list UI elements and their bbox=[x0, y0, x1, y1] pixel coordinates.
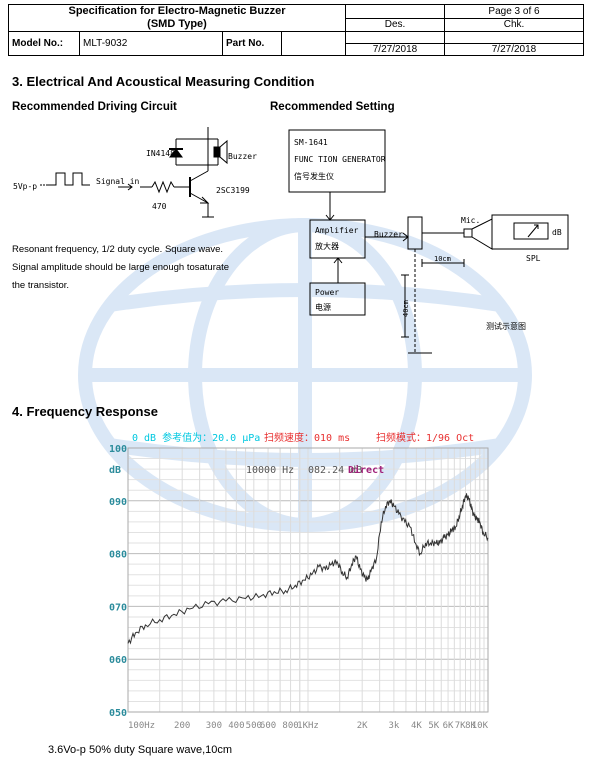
distance-40cm: 40cm bbox=[402, 300, 410, 317]
resistor-label: 470 bbox=[152, 202, 167, 211]
chart-y-ticks: 100 090 080 070 060 050 bbox=[109, 444, 127, 719]
x-tick-label: 600 bbox=[260, 721, 276, 731]
frequency-response-chart: 0 dB 参考值为：20.0 μPa 扫频速度：010 ms 扫频模式：1/96… bbox=[109, 431, 489, 731]
source-label: 5Vp-p bbox=[13, 182, 37, 191]
des-date: 7/27/2018 bbox=[345, 43, 445, 56]
power-line1: Power bbox=[315, 288, 339, 297]
x-tick-label: 10K bbox=[472, 721, 489, 731]
model-value: MLT-9032 bbox=[79, 31, 223, 56]
note-line-1: Resonant frequency, 1/2 duty cycle. Squa… bbox=[12, 244, 224, 255]
chk-label: Chk. bbox=[444, 17, 584, 32]
amplifier-line1: Amplifier bbox=[315, 226, 359, 235]
mic-label: Mic. bbox=[461, 216, 480, 225]
chart-grid bbox=[127, 447, 489, 713]
y-tick-label: 080 bbox=[109, 550, 127, 561]
driving-circuit-title: Recommended Driving Circuit bbox=[12, 101, 177, 113]
note-line-3: the transistor. bbox=[12, 280, 70, 291]
chart-caption: 3.6Vo-p 50% duty Square wave,10cm bbox=[48, 744, 233, 756]
y-tick-label: 070 bbox=[109, 602, 127, 613]
spec-title: Specification for Electro-Magnetic Buzze… bbox=[8, 4, 346, 32]
readout-level: 082.24 dB bbox=[308, 465, 362, 476]
section4-heading: 4. Frequency Response bbox=[12, 404, 158, 419]
spec-header: Specification for Electro-Magnetic Buzze… bbox=[8, 4, 584, 56]
chart-header-sweep-speed: 扫频速度：010 ms bbox=[264, 431, 350, 444]
response-trace bbox=[127, 493, 489, 645]
section3-heading: 3. Electrical And Acoustical Measuring C… bbox=[12, 74, 315, 89]
chart-ylabel: dB bbox=[109, 465, 121, 476]
setting-diagram: SM-1641 FUNC TION GENERATOR 信号发生仪 Amplif… bbox=[288, 129, 569, 354]
setting-caption: 测试示意图 bbox=[486, 321, 526, 331]
distance-10cm: 10cm bbox=[434, 255, 451, 263]
amplifier-line2: 放大器 bbox=[315, 241, 339, 251]
header-empty-cell bbox=[345, 4, 445, 19]
setting-buzzer-label: Buzzer bbox=[374, 230, 403, 239]
des-sign-cell bbox=[345, 31, 445, 44]
power-line2: 电源 bbox=[315, 302, 331, 312]
y-tick-label: 100 bbox=[109, 444, 127, 455]
x-tick-label: 200 bbox=[174, 721, 190, 731]
y-tick-label: 090 bbox=[109, 497, 127, 508]
signal-in-label: Signal in bbox=[96, 177, 140, 186]
x-tick-label: 300 bbox=[206, 721, 222, 731]
model-label: Model No.: bbox=[8, 31, 80, 56]
x-tick-label: 4K bbox=[411, 721, 422, 731]
recommended-setting-title: Recommended Setting bbox=[270, 101, 395, 113]
generator-line1: SM-1641 bbox=[294, 138, 328, 147]
y-tick-label: 060 bbox=[109, 655, 127, 666]
x-tick-label: 2K bbox=[357, 721, 368, 731]
y-tick-label: 050 bbox=[109, 708, 127, 719]
x-tick-label: 8K bbox=[465, 721, 476, 731]
readout-mode: Direct bbox=[348, 464, 384, 476]
generator-line2: FUNC TION GENERATOR bbox=[294, 155, 386, 164]
chart-plot-frame bbox=[127, 447, 489, 713]
x-tick-label: 400 bbox=[228, 721, 244, 731]
x-tick-label: 3k bbox=[388, 721, 399, 731]
chart-header-reference: 0 dB 参考值为：20.0 μPa bbox=[132, 431, 260, 444]
chk-date: 7/27/2018 bbox=[444, 43, 584, 56]
x-tick-label: 100Hz bbox=[128, 721, 155, 731]
x-tick-label: 6K bbox=[443, 721, 454, 731]
page-number: Page 3 of 6 bbox=[444, 4, 584, 19]
buzzer-label: Buzzer bbox=[228, 152, 257, 161]
driving-circuit-diagram: 5Vp-p Signal in 470 IN4148 Buzzer 2SC319… bbox=[13, 127, 257, 218]
part-value bbox=[281, 31, 346, 56]
chk-sign-cell bbox=[444, 31, 584, 44]
generator-line3: 信号发生仪 bbox=[294, 171, 334, 181]
spl-label: SPL bbox=[526, 254, 541, 263]
spec-title-line1: Specification for Electro-Magnetic Buzze… bbox=[68, 5, 286, 17]
chart-header-sweep-mode: 扫频模式：1/96 Oct bbox=[376, 431, 474, 444]
diode-label: IN4148 bbox=[146, 149, 175, 158]
x-tick-label: 1KHz bbox=[297, 721, 319, 731]
readout-frequency: 10000 Hz bbox=[246, 465, 294, 476]
des-label: Des. bbox=[345, 17, 445, 32]
x-tick-label: 5K bbox=[428, 721, 439, 731]
spec-title-line2: (SMD Type) bbox=[147, 18, 207, 30]
transistor-label: 2SC3199 bbox=[216, 186, 250, 195]
x-tick-label: 800 bbox=[282, 721, 298, 731]
x-tick-label: 500 bbox=[246, 721, 262, 731]
part-label: Part No. bbox=[222, 31, 282, 56]
note-line-2: Signal amplitude should be large enough … bbox=[12, 262, 230, 273]
circuit-notes: Resonant frequency, 1/2 duty cycle. Squa… bbox=[12, 241, 229, 295]
db-label: dB bbox=[552, 228, 562, 237]
x-tick-label: 7K bbox=[455, 721, 466, 731]
